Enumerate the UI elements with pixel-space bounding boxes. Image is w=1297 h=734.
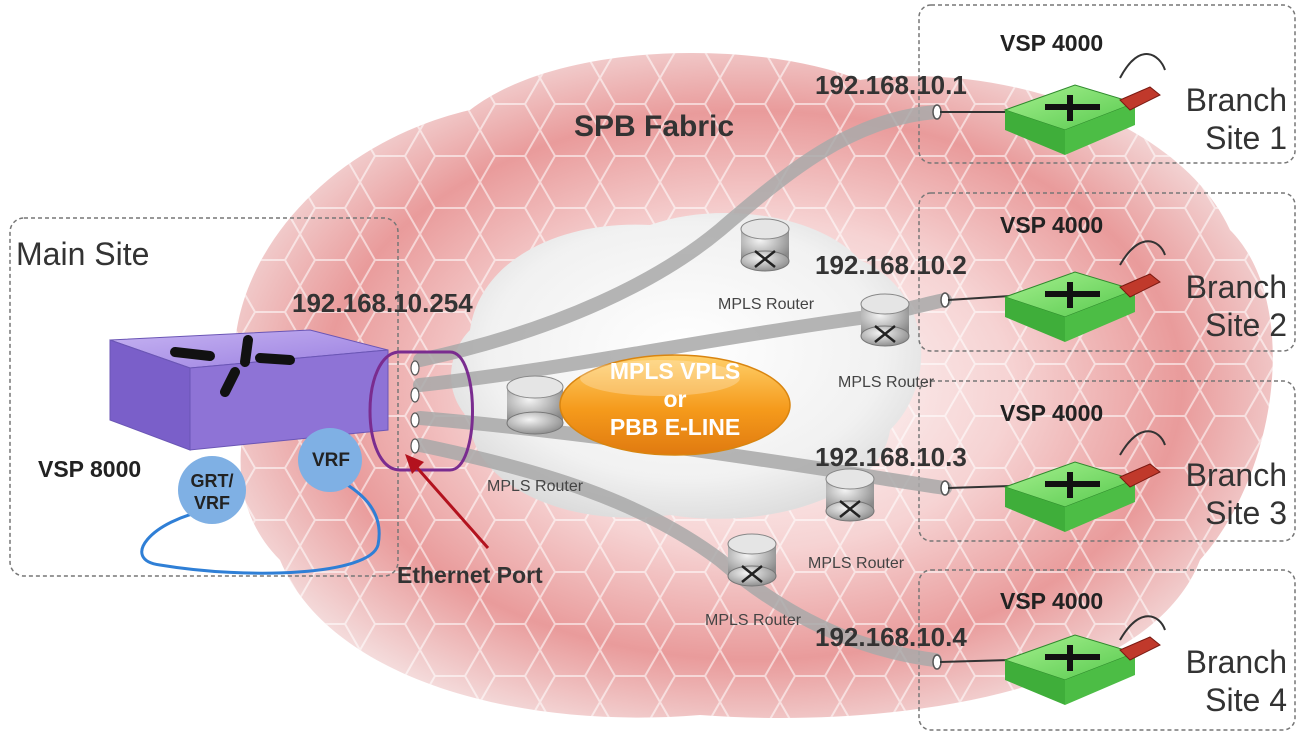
mpls-router-4 (727, 533, 777, 587)
branch-box-2 (918, 192, 1296, 352)
link-branch-1 (413, 105, 942, 367)
branch-switches (1003, 84, 1161, 705)
fabric-title: SPB Fabric (574, 110, 735, 143)
port-end-2 (940, 292, 950, 308)
vsp-4000-switch-4 (1003, 634, 1161, 705)
vsp-4000-switch-2 (1003, 271, 1161, 342)
port-end-4 (932, 654, 942, 670)
branch-1-ip: 192.168.10.1 (815, 70, 967, 100)
main-site-box (9, 217, 399, 577)
grt-vrf-label: GRT/ VRF (190, 471, 234, 513)
mpls-router-label-5: MPLS Router (705, 612, 802, 629)
branch-4-ip: 192.168.10.4 (815, 622, 967, 652)
branch-box-3 (918, 380, 1296, 542)
mpls-router-3 (825, 468, 875, 522)
mpls-router-label-2: MPLS Router (838, 374, 935, 391)
vrf-circle (298, 428, 362, 492)
port-end-1 (932, 104, 942, 120)
link-branch-4 (413, 438, 942, 667)
core-line-3: PBB E-LINE (609, 414, 741, 440)
core-service-oval (559, 354, 791, 456)
vrf-label: VRF (312, 450, 350, 471)
core-line-2: or (663, 386, 687, 412)
branch-1-line-2: Site 1 (1205, 120, 1287, 156)
branch-4-line-1: Branch (1185, 644, 1287, 680)
branch-2-line-2: Site 2 (1205, 307, 1287, 343)
mpls-router-label-3: MPLS Router (487, 478, 584, 495)
mpls-router-label-1: MPLS Router (718, 296, 815, 313)
branch-3-ip: 192.168.10.3 (815, 442, 967, 472)
branch-3-line-1: Branch (1185, 457, 1287, 493)
branch-cables (939, 53, 1166, 663)
mpls-router-5 (506, 375, 564, 435)
branch-box-4 (918, 569, 1296, 731)
branch-2-ip: 192.168.10.2 (815, 250, 967, 280)
vrf-loop (140, 473, 381, 575)
mpls-router-1 (740, 218, 790, 272)
vsp-8000-label: VSP 8000 (38, 456, 142, 482)
branch-1-line-1: Branch (1185, 82, 1287, 118)
main-site-ip: 192.168.10.254 (292, 288, 473, 318)
ethernet-port-ring (368, 350, 474, 472)
port-end-3 (940, 480, 950, 496)
branch-3-line-2: Site 3 (1205, 495, 1287, 531)
mpls-router-label-4: MPLS Router (808, 555, 905, 572)
vsp-4000-switch-3 (1003, 461, 1161, 532)
ethernet-port-label: Ethernet Port (397, 562, 543, 588)
ethernet-port-arrow (405, 454, 490, 549)
core-line-1: MPLS VPLS (609, 358, 741, 384)
branch-3-switch-label: VSP 4000 (1000, 400, 1104, 426)
branch-2-line-1: Branch (1185, 269, 1287, 305)
vsp-4000-switch-1 (1003, 84, 1161, 155)
branch-2-switch-label: VSP 4000 (1000, 212, 1104, 238)
main-site-label: Main Site (16, 236, 150, 272)
branch-1-switch-label: VSP 4000 (1000, 30, 1104, 56)
mpls-routers (506, 218, 910, 587)
grt-vrf-circle (178, 456, 246, 524)
mpls-router-2 (860, 293, 910, 347)
branch-site-boxes (918, 4, 1296, 731)
port-ends (932, 104, 950, 670)
vsp-8000-switch (109, 329, 389, 451)
branch-4-switch-label: VSP 4000 (1000, 588, 1104, 614)
branch-box-1 (918, 4, 1296, 164)
branch-4-line-2: Site 4 (1205, 682, 1287, 718)
